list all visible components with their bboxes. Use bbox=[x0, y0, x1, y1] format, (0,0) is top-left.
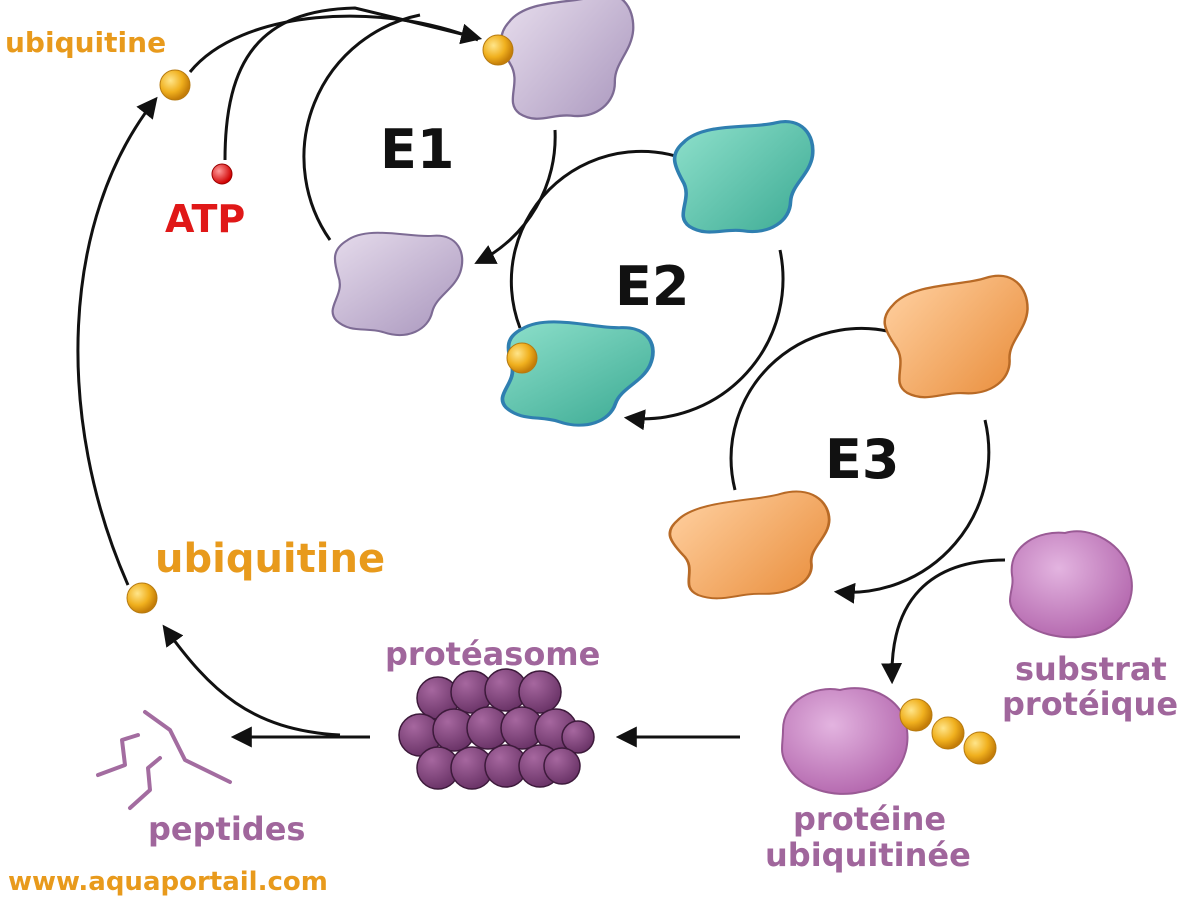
e1-enzyme-top bbox=[495, 0, 647, 127]
e2-enzyme-top bbox=[669, 117, 823, 239]
e2-cycle-arc bbox=[509, 149, 709, 329]
ubiquitinated-protein bbox=[781, 687, 909, 795]
e1-cycle-arc bbox=[302, 13, 421, 241]
atp-activation-arrow bbox=[223, 6, 483, 161]
peptides-fragments bbox=[96, 710, 232, 810]
e3-enzyme-top bbox=[877, 270, 1045, 406]
e1-enzyme-bottom bbox=[326, 226, 466, 341]
e2-to-e3-arrow bbox=[623, 249, 785, 431]
substrate-to-ubiquitinated-arrow bbox=[881, 558, 1006, 685]
ubiquitin-to-e1-arrow bbox=[188, 14, 479, 73]
label-substrate-line2: protéique bbox=[1002, 685, 1178, 723]
ubiquitin-chain-3 bbox=[963, 731, 997, 765]
ubiquitin-chain-2 bbox=[931, 716, 965, 750]
substrate-protein bbox=[1009, 530, 1133, 639]
label-ubiquitin-top: ubiquitine bbox=[5, 26, 166, 59]
label-ubiquitinated-line1: protéine bbox=[793, 800, 946, 838]
e3-cycle-arc bbox=[729, 321, 914, 491]
ubiquitin-top bbox=[159, 69, 191, 101]
ubiquitin-recycle-arrow bbox=[76, 96, 158, 586]
label-proteasome: protéasome bbox=[385, 635, 600, 673]
cycle-arrows bbox=[76, 6, 1006, 748]
label-e1: E1 bbox=[380, 118, 454, 181]
label-substrate-line1: substrat bbox=[1015, 650, 1167, 688]
ubiquitin-on-e1 bbox=[482, 34, 514, 66]
label-ubiquitin-free: ubiquitine bbox=[155, 536, 385, 582]
label-e3: E3 bbox=[825, 428, 899, 491]
atp-molecule bbox=[211, 163, 233, 185]
ubiquitin-free bbox=[126, 582, 158, 614]
e3-enzyme-bottom bbox=[660, 486, 852, 607]
label-atp: ATP bbox=[165, 197, 245, 241]
ubiquitin-molecules bbox=[126, 34, 997, 765]
ubiquitin-chain-1 bbox=[899, 698, 933, 732]
proteasome-to-ubiquitin-arrow bbox=[162, 624, 341, 737]
label-e2: E2 bbox=[615, 255, 689, 318]
label-ubiquitinated-line2: ubiquitinée bbox=[765, 836, 971, 874]
ubiquitin-on-e2 bbox=[506, 342, 538, 374]
label-peptides: peptides bbox=[148, 810, 305, 848]
label-website: www.aquaportail.com bbox=[8, 867, 328, 897]
e3-transfer-arrow bbox=[833, 419, 991, 604]
proteasome bbox=[398, 668, 595, 790]
e2-enzyme-bottom bbox=[494, 313, 659, 435]
